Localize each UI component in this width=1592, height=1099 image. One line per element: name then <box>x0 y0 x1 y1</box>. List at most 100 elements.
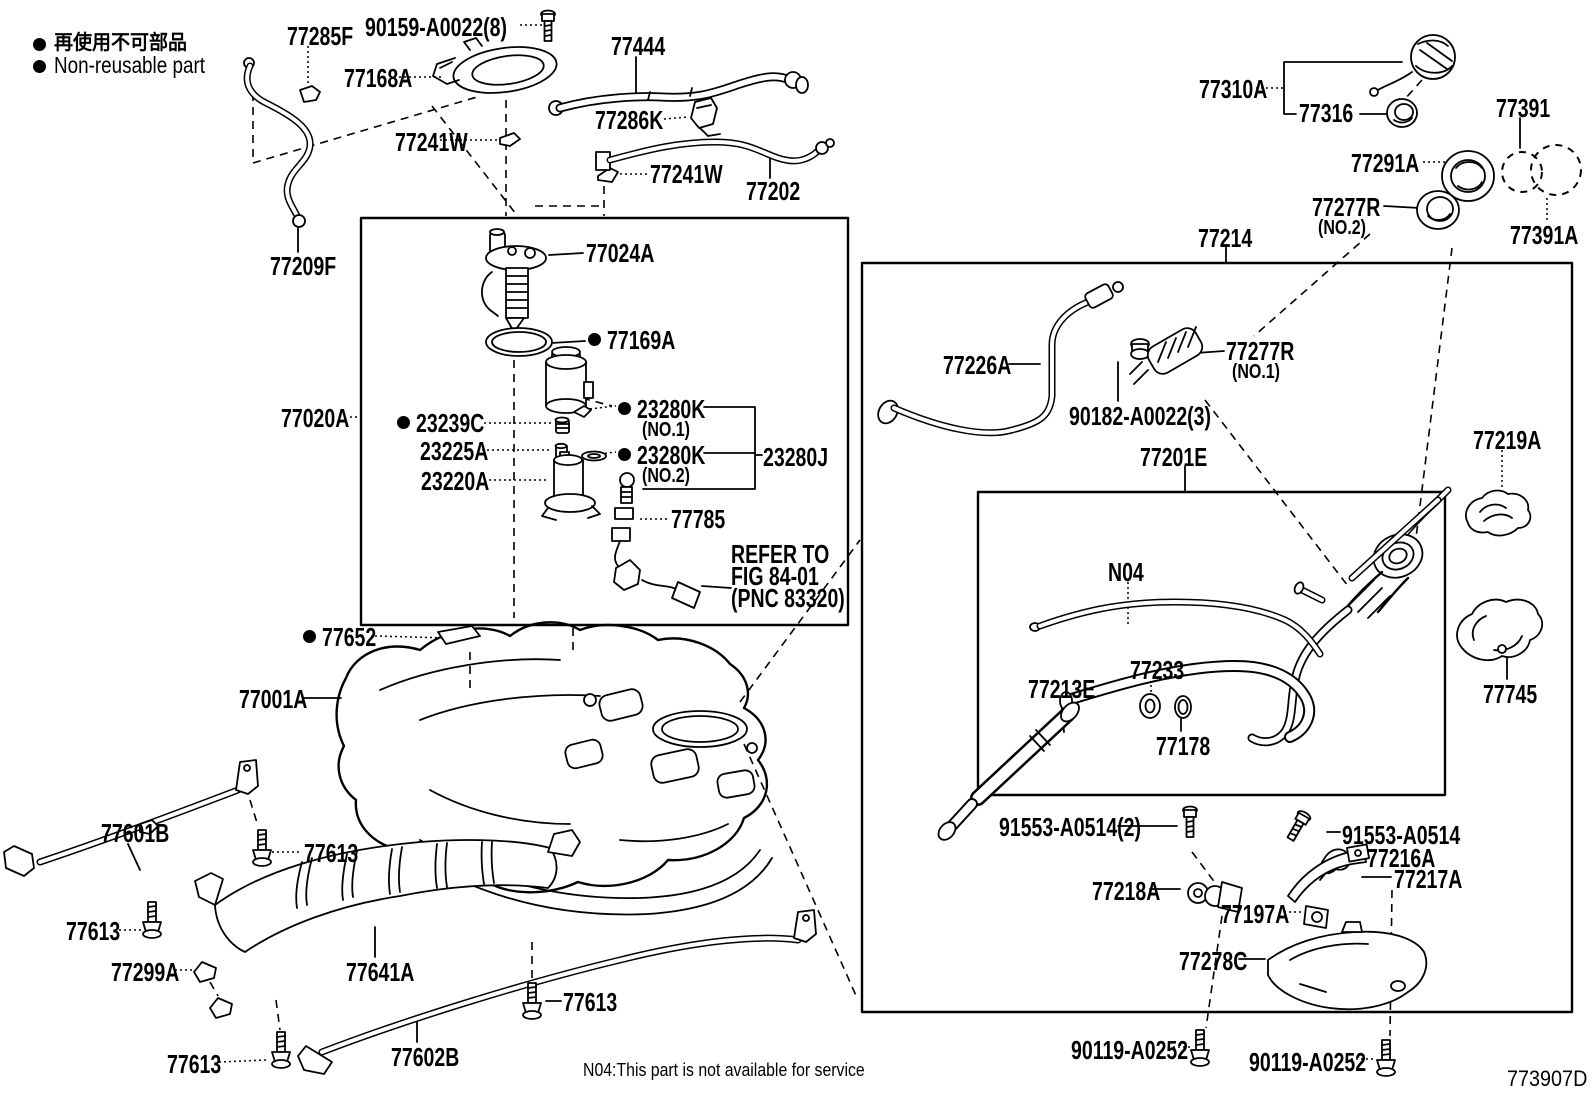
part-label-23280K: 23280K <box>637 394 706 424</box>
fuel-filter <box>546 347 593 413</box>
part-label-23239C: 23239C <box>416 408 485 438</box>
ring-77178 <box>1175 696 1191 718</box>
part-label-91553A0514: 91553-A0514 <box>1342 820 1461 850</box>
bolt-77613-c <box>271 1031 291 1069</box>
detail-box-filler-pipe <box>862 263 1572 1012</box>
bolt-91553-left <box>1182 805 1198 838</box>
part-label-77278C: 77278C <box>1179 946 1248 976</box>
diagram-code: 773907D <box>1507 1066 1588 1091</box>
part-label-77241W: 77241W <box>650 159 723 189</box>
part-label-77219A: 77219A <box>1473 425 1542 455</box>
part-label-77201E: 77201E <box>1140 442 1208 472</box>
valve-23239C <box>556 418 570 434</box>
clip-77299A <box>194 962 232 1018</box>
part-label-77444: 77444 <box>611 31 666 61</box>
bolt-77613-b <box>142 901 162 939</box>
bolt-90119-left <box>1190 1029 1210 1067</box>
part-label-91553A05142: 91553-A0514(2) <box>999 812 1142 842</box>
part-label-77291A: 77291A <box>1351 148 1420 178</box>
plate-77168A <box>433 38 560 99</box>
part-label-77652: 77652 <box>322 622 377 652</box>
sender-parts-77785 <box>612 473 700 608</box>
part-label-77168A: 77168A <box>344 63 413 93</box>
clip-77241W-1 <box>500 133 520 146</box>
nonreusable-bullet-icon <box>397 416 410 429</box>
nut-90182 <box>1131 339 1149 359</box>
part-label-77213E: 77213E <box>1028 674 1096 704</box>
nonreusable-bullet-icon <box>618 402 631 415</box>
gasket-77391A <box>1531 145 1581 195</box>
part-label-77285F: 77285F <box>287 21 354 51</box>
part-label-77241W: 77241W <box>395 127 468 157</box>
nonreusable-bullet-icon <box>618 448 631 461</box>
part-label-77299A: 77299A <box>111 957 180 987</box>
part-label-N04: N04 <box>1108 557 1144 587</box>
bolt-91553-right <box>1283 808 1313 844</box>
tube-77226A <box>874 282 1123 433</box>
legend-bullet-icon <box>33 38 46 51</box>
part-label-77216A: 77216A <box>1367 843 1436 873</box>
deflector-77219A <box>1466 491 1530 536</box>
tube-77444 <box>549 72 808 115</box>
part-label-23220A: 23220A <box>421 466 490 496</box>
ring-77316 <box>1387 99 1417 127</box>
part-label-77218A: 77218A <box>1092 876 1161 906</box>
part-label-77277R: 77277R <box>1312 192 1381 222</box>
part-label-77286K: 77286K <box>595 105 664 135</box>
part-label-77020A: 77020A <box>281 403 350 433</box>
part-label-NO2: (NO.2) <box>1318 217 1366 239</box>
nonreusable-bullet-icon <box>303 630 316 643</box>
part-label-77277R: 77277R <box>1226 336 1295 366</box>
clamp-77286K <box>691 98 720 136</box>
ring-77291A <box>1442 151 1494 201</box>
part-label-23225A: 23225A <box>420 436 489 466</box>
pump-plate-77024A <box>482 229 546 332</box>
shield-77745 <box>1457 600 1542 661</box>
clamp-77277R-no1 <box>1130 325 1206 384</box>
inlet-hose-77213E <box>935 699 1082 843</box>
breather-tube-N04 <box>1030 500 1438 654</box>
part-label-77613: 77613 <box>304 838 359 868</box>
clamp-77218A <box>1188 882 1242 912</box>
part-label-77601B: 77601B <box>101 818 170 848</box>
part-label-77024A: 77024A <box>586 238 655 268</box>
bolt-77613-a <box>252 829 272 867</box>
part-label-77316: 77316 <box>1299 98 1354 128</box>
part-label-77785: 77785 <box>671 504 726 534</box>
gasket-77169A <box>486 328 552 356</box>
strap-77601B <box>4 760 258 876</box>
pad-77652 <box>438 626 480 644</box>
part-label-77226A: 77226A <box>943 350 1012 380</box>
protector-77278C <box>1268 922 1426 1009</box>
part-label-77001A: 77001A <box>239 684 308 714</box>
clip-77285F <box>300 86 320 102</box>
part-label-77613: 77613 <box>66 916 121 946</box>
nonreusable-bullet-icon <box>588 333 601 346</box>
fuel-pump-23220A <box>542 452 600 520</box>
part-label-77217A: 77217A <box>1394 864 1463 894</box>
part-label-77602B: 77602B <box>391 1042 460 1072</box>
part-label-NO2: (NO.2) <box>642 465 690 487</box>
part-label-77745: 77745 <box>1483 679 1538 709</box>
part-label-77310A: 77310A <box>1199 74 1268 104</box>
fuel-tank-77001A <box>337 622 772 914</box>
part-label-NO1: (NO.1) <box>1232 361 1280 383</box>
bolt-90159 <box>540 9 556 42</box>
tube-77209F <box>244 58 310 227</box>
part-label-23280K: 23280K <box>637 440 706 470</box>
legend-nonreusable-en: Non-reusable part <box>54 52 205 78</box>
part-label-77613: 77613 <box>563 987 618 1017</box>
strap-77602B <box>298 910 816 1074</box>
legend-bullet-icon <box>33 60 46 73</box>
part-label-77641A: 77641A <box>346 957 415 987</box>
construction-dashes <box>210 80 1452 1036</box>
ring-77277R-no2 <box>1417 191 1459 229</box>
gasket-77391 <box>1502 152 1542 192</box>
bracket-77217A <box>1288 844 1369 902</box>
part-label-77391: 77391 <box>1496 93 1551 123</box>
fuel-cap-77310A <box>1370 35 1455 96</box>
bolt-90119-right <box>1376 1039 1396 1077</box>
